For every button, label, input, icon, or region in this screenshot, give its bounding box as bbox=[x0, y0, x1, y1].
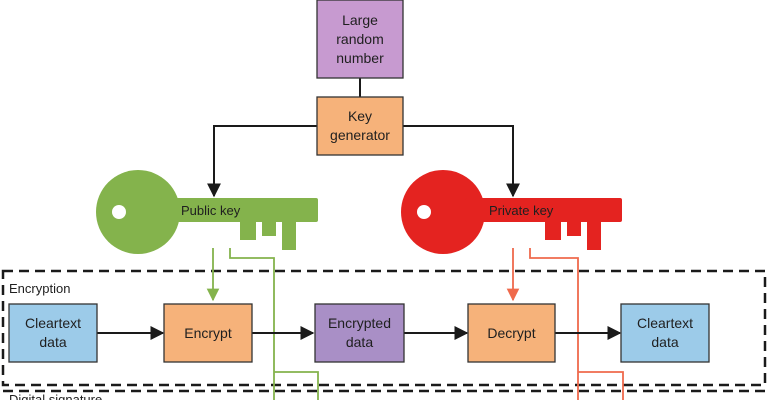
key-generator-arrows bbox=[207, 78, 520, 198]
encrypted-data-box bbox=[314, 303, 405, 363]
cleartext-input-box bbox=[8, 303, 98, 363]
public-key-lines bbox=[206, 248, 319, 400]
key-generator-box bbox=[316, 96, 404, 156]
private-key-lines bbox=[506, 248, 624, 400]
cleartext-output-box bbox=[620, 303, 710, 363]
decrypt-box bbox=[467, 303, 556, 363]
encryption-section-label: Encryption bbox=[9, 281, 71, 296]
private-key-icon bbox=[401, 170, 622, 254]
public-key-icon bbox=[96, 170, 318, 254]
public-key-label: Public key bbox=[181, 203, 241, 218]
digital-signature-section-label: Digital signature bbox=[9, 393, 103, 400]
large-random-number-box bbox=[316, 0, 404, 79]
encryption-section-frame bbox=[1, 269, 767, 387]
private-key-label: Private key bbox=[489, 203, 554, 218]
encrypt-box bbox=[163, 303, 253, 363]
